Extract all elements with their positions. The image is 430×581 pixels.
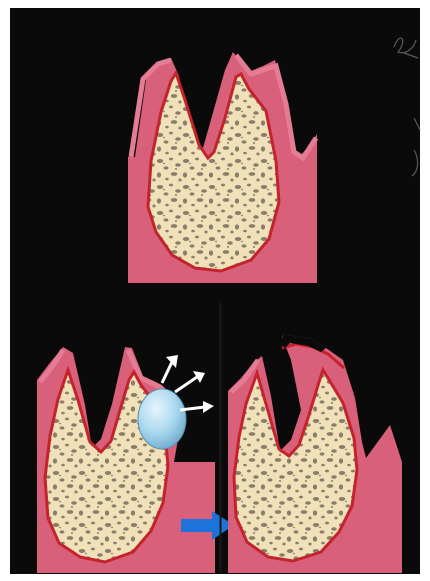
bubble-icon xyxy=(138,389,186,449)
arrow-right-icon xyxy=(181,519,213,532)
